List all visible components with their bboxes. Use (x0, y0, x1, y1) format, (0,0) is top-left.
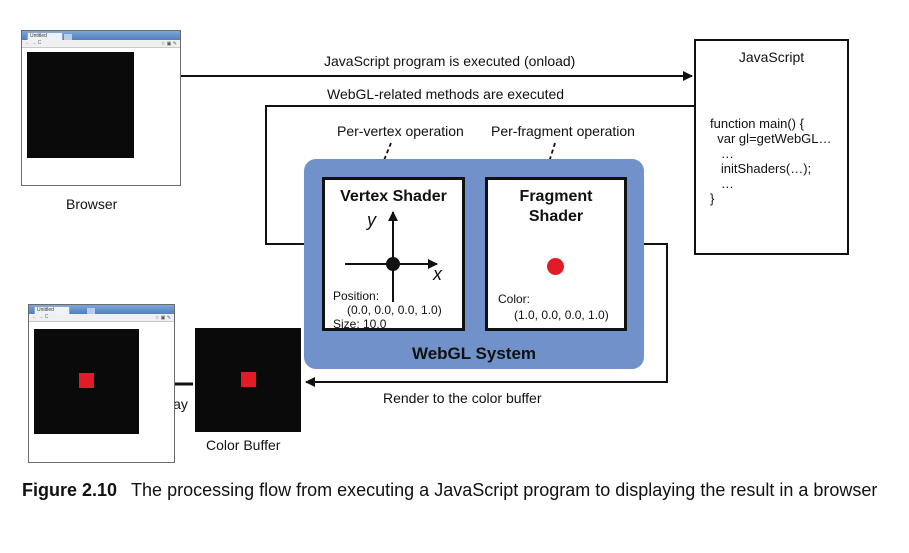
code-line: … (710, 176, 734, 191)
axis-y-label: y (367, 210, 376, 230)
vertex-shader-box: Vertex Shader y x Position: (0.0, 0.0, 0… (322, 177, 465, 331)
arrow-render (305, 243, 668, 387)
color-buffer-red-square (241, 372, 256, 387)
caption-text: The processing flow from executing a Jav… (131, 480, 878, 500)
code-line: var gl=getWebGL… (710, 131, 832, 146)
vertex-point (386, 257, 400, 271)
javascript-title: JavaScript (738, 49, 805, 65)
new-tab-icon (64, 34, 72, 40)
browser-titlebar (29, 305, 174, 314)
browser-label: Browser (66, 196, 118, 212)
color-label: Color: (498, 292, 531, 306)
browser-window-bottom: Untitled ← → C☆ ▣ ✎ (28, 304, 175, 463)
position-label: Position: (333, 289, 380, 303)
figure-caption: Figure 2.10 The processing flow from exec… (22, 478, 892, 502)
code-line: initShaders(…); (710, 161, 812, 176)
fragment-red-point (547, 258, 564, 275)
render-label: Render to the color buffer (383, 390, 542, 406)
color-buffer-label: Color Buffer (206, 437, 281, 453)
fragment-shader-title-line2: Shader (528, 208, 584, 225)
vertex-shader-title: Vertex Shader (340, 188, 447, 205)
per-vertex-label: Per-vertex operation (337, 123, 464, 139)
color-value: (1.0, 0.0, 0.0, 1.0) (514, 308, 609, 322)
size-label: Size: 10.0 (333, 317, 387, 331)
axis-x-label: x (433, 264, 442, 284)
per-fragment-label: Per-fragment operation (491, 123, 635, 139)
browser-toolbar: ← → C☆ ▣ ✎ (29, 314, 174, 322)
color-buffer (195, 328, 301, 432)
toolbar-icons: ☆ ▣ ✎ (160, 41, 177, 47)
fragment-shader-box: Fragment Shader Color: (1.0, 0.0, 0.0, 1… (485, 177, 627, 331)
javascript-box: JavaScript function main() { var gl=getW… (694, 39, 849, 255)
canvas-area (27, 52, 134, 158)
code-line: function main() { (710, 116, 804, 131)
code-line: … (710, 146, 734, 161)
fragment-shader-title-line1: Fragment (519, 188, 593, 205)
browser-titlebar (22, 31, 180, 40)
canvas-area (34, 329, 139, 434)
browser-toolbar: ← → C☆ ▣ ✎ (22, 40, 180, 48)
code-line: } (710, 191, 715, 206)
vertex-axes (345, 211, 438, 302)
onload-label: JavaScript program is executed (onload) (324, 53, 576, 69)
webgl-methods-label: WebGL-related methods are executed (327, 86, 565, 102)
new-tab-icon (87, 308, 95, 314)
displayed-red-square (79, 373, 94, 388)
position-value: (0.0, 0.0, 0.0, 1.0) (347, 303, 442, 317)
webgl-system-label: WebGL System (411, 344, 537, 363)
browser-tab: Untitled (34, 306, 70, 314)
figure-label: Figure 2.10 (22, 480, 118, 500)
browser-window-top: Untitled ← → C☆ ▣ ✎ (21, 30, 181, 186)
browser-tab: Untitled (27, 32, 63, 40)
toolbar-icons: ☆ ▣ ✎ (154, 315, 171, 321)
arrow-webgl-methods (265, 105, 694, 249)
